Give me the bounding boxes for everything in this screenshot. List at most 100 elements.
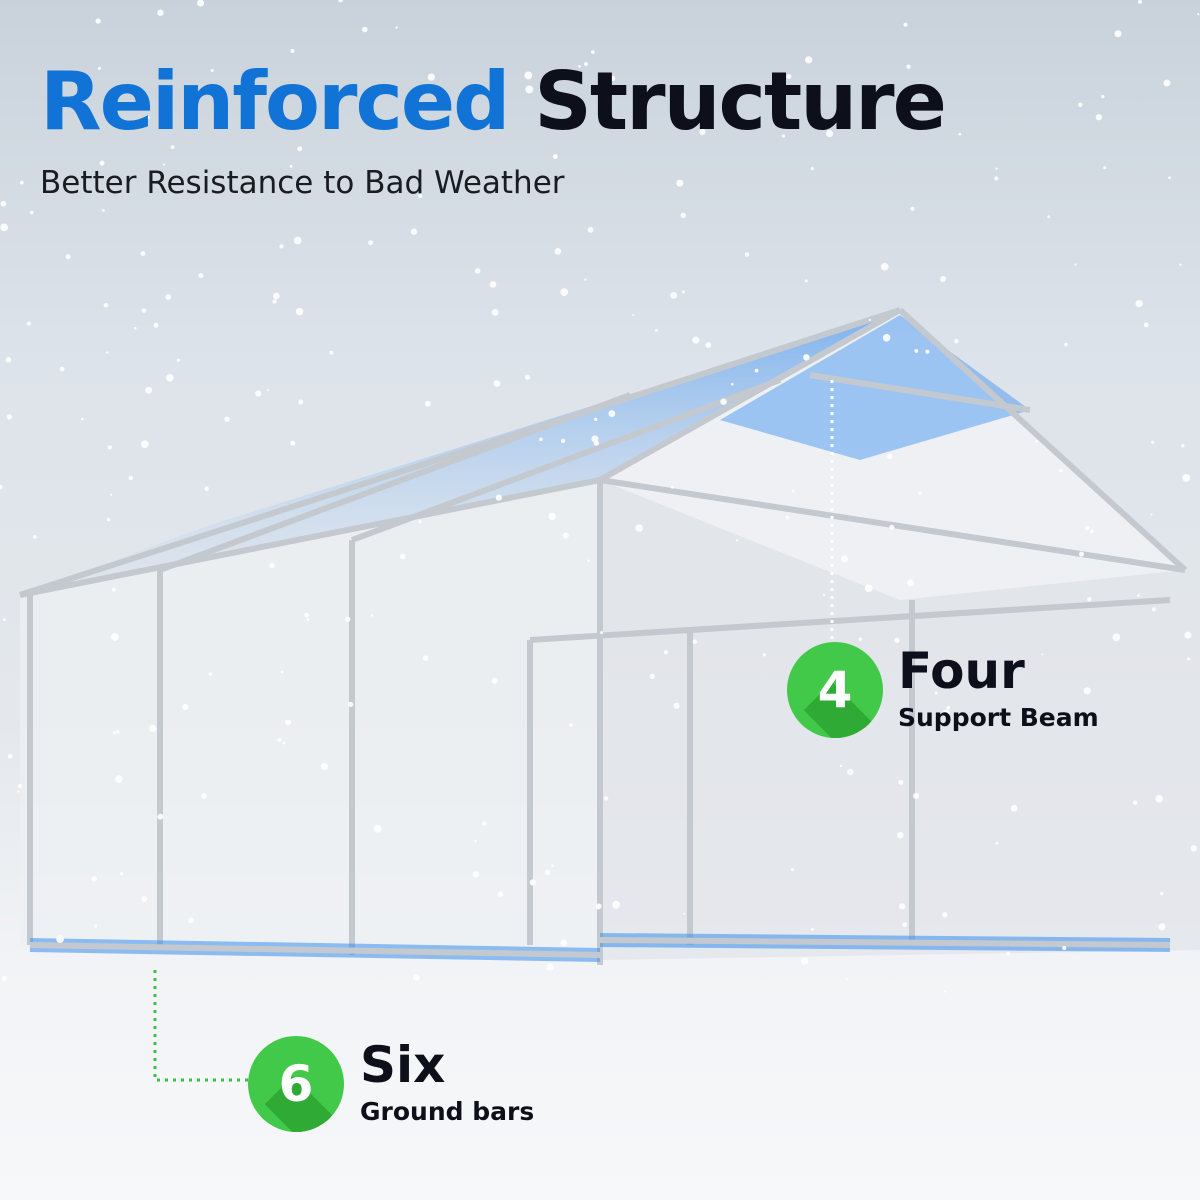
snowflake (868, 318, 871, 322)
snowflake (65, 254, 71, 260)
snowflake (133, 326, 137, 330)
snowflake (1187, 657, 1191, 661)
snowflake (7, 753, 13, 759)
snowflake (463, 180, 470, 187)
snowflake (847, 768, 854, 776)
snowflake (871, 100, 877, 106)
snowflake (560, 288, 569, 296)
snowflake (925, 349, 930, 354)
subtitle: Better Resistance to Bad Weather (40, 165, 565, 201)
snowflake (1087, 597, 1092, 602)
snowflake (1101, 95, 1105, 99)
snowflake (56, 935, 64, 944)
snowflake (105, 351, 109, 354)
snowflake (635, 524, 643, 532)
snowflake (111, 632, 119, 641)
snowflake (304, 612, 309, 618)
snowflake (165, 294, 172, 300)
snowflake (735, 539, 739, 542)
snowflake (1010, 804, 1018, 812)
snowflake (3, 618, 6, 621)
snowflake (474, 268, 481, 274)
snowflake (497, 891, 504, 897)
snowflake (902, 922, 907, 927)
snowflake (29, 210, 34, 215)
snowflake (663, 650, 669, 655)
snowflake (539, 89, 542, 92)
snowflake (370, 614, 373, 617)
snowflake (781, 134, 786, 138)
snowflake (612, 900, 621, 909)
tent-front-wall (20, 480, 600, 960)
snowflake (362, 26, 368, 33)
snowflake (1083, 687, 1091, 695)
snowflake (26, 321, 31, 326)
snowflake (897, 831, 904, 839)
snowflake (810, 166, 814, 171)
snowflake (1074, 263, 1077, 266)
snowflake (188, 917, 195, 924)
snowflake (1150, 513, 1153, 516)
snowflake (910, 206, 915, 211)
snowflake (655, 328, 658, 332)
snowflake (59, 366, 65, 372)
snowflake (110, 493, 113, 496)
steel-frame (19, 307, 1188, 965)
snowflake (306, 618, 310, 621)
snowflake (280, 670, 284, 674)
snowflake (491, 678, 498, 684)
snowflake (529, 879, 536, 886)
snowflake (32, 534, 37, 539)
title-rest: Structure (534, 55, 947, 148)
snowflake (845, 977, 848, 981)
snowflake (560, 438, 566, 443)
snowflake (1078, 102, 1083, 108)
snowflake (6, 414, 12, 420)
snowflake (298, 399, 304, 405)
snowflake (395, 26, 398, 29)
snowflake (182, 703, 189, 711)
snowflake (128, 475, 134, 481)
snowflake (119, 872, 124, 876)
snowflake (594, 417, 598, 422)
snowflake (803, 354, 810, 361)
snowflake (292, 120, 297, 125)
snowflake (914, 349, 919, 353)
snowflake (786, 74, 792, 80)
snowflakes (0, 0, 1199, 993)
snowflake (791, 490, 795, 493)
callout-six-word: Six (360, 1036, 446, 1094)
snowflake (692, 639, 698, 645)
snowflake (1137, 594, 1141, 598)
snowflake (569, 723, 573, 727)
snowflake (0, 200, 7, 207)
snowflake (1168, 176, 1171, 180)
snowflake (560, 939, 567, 947)
snowflake (864, 584, 873, 593)
ground-bars (29, 933, 1171, 962)
snowflake (418, 519, 422, 524)
snowflake (424, 400, 431, 407)
snowflake (994, 176, 999, 181)
snowflake (1041, 653, 1044, 656)
snowflake (822, 593, 826, 597)
snowflake (584, 278, 587, 281)
snowflake (289, 164, 293, 168)
snowflake (1, 975, 8, 982)
snowflake (595, 903, 602, 910)
snowflake (880, 262, 889, 271)
snowflake (141, 440, 149, 449)
snowflake (539, 437, 543, 442)
snowflake (839, 764, 843, 768)
snowflake (913, 792, 920, 800)
snowflake (1114, 30, 1122, 38)
snowflake (705, 342, 712, 348)
snowflake (146, 116, 150, 120)
snowflake (903, 22, 908, 27)
snowflake (1047, 215, 1051, 219)
snowflake (1184, 631, 1192, 639)
snowflake (482, 821, 487, 826)
snowflake (942, 912, 948, 918)
snowflake (404, 101, 412, 108)
